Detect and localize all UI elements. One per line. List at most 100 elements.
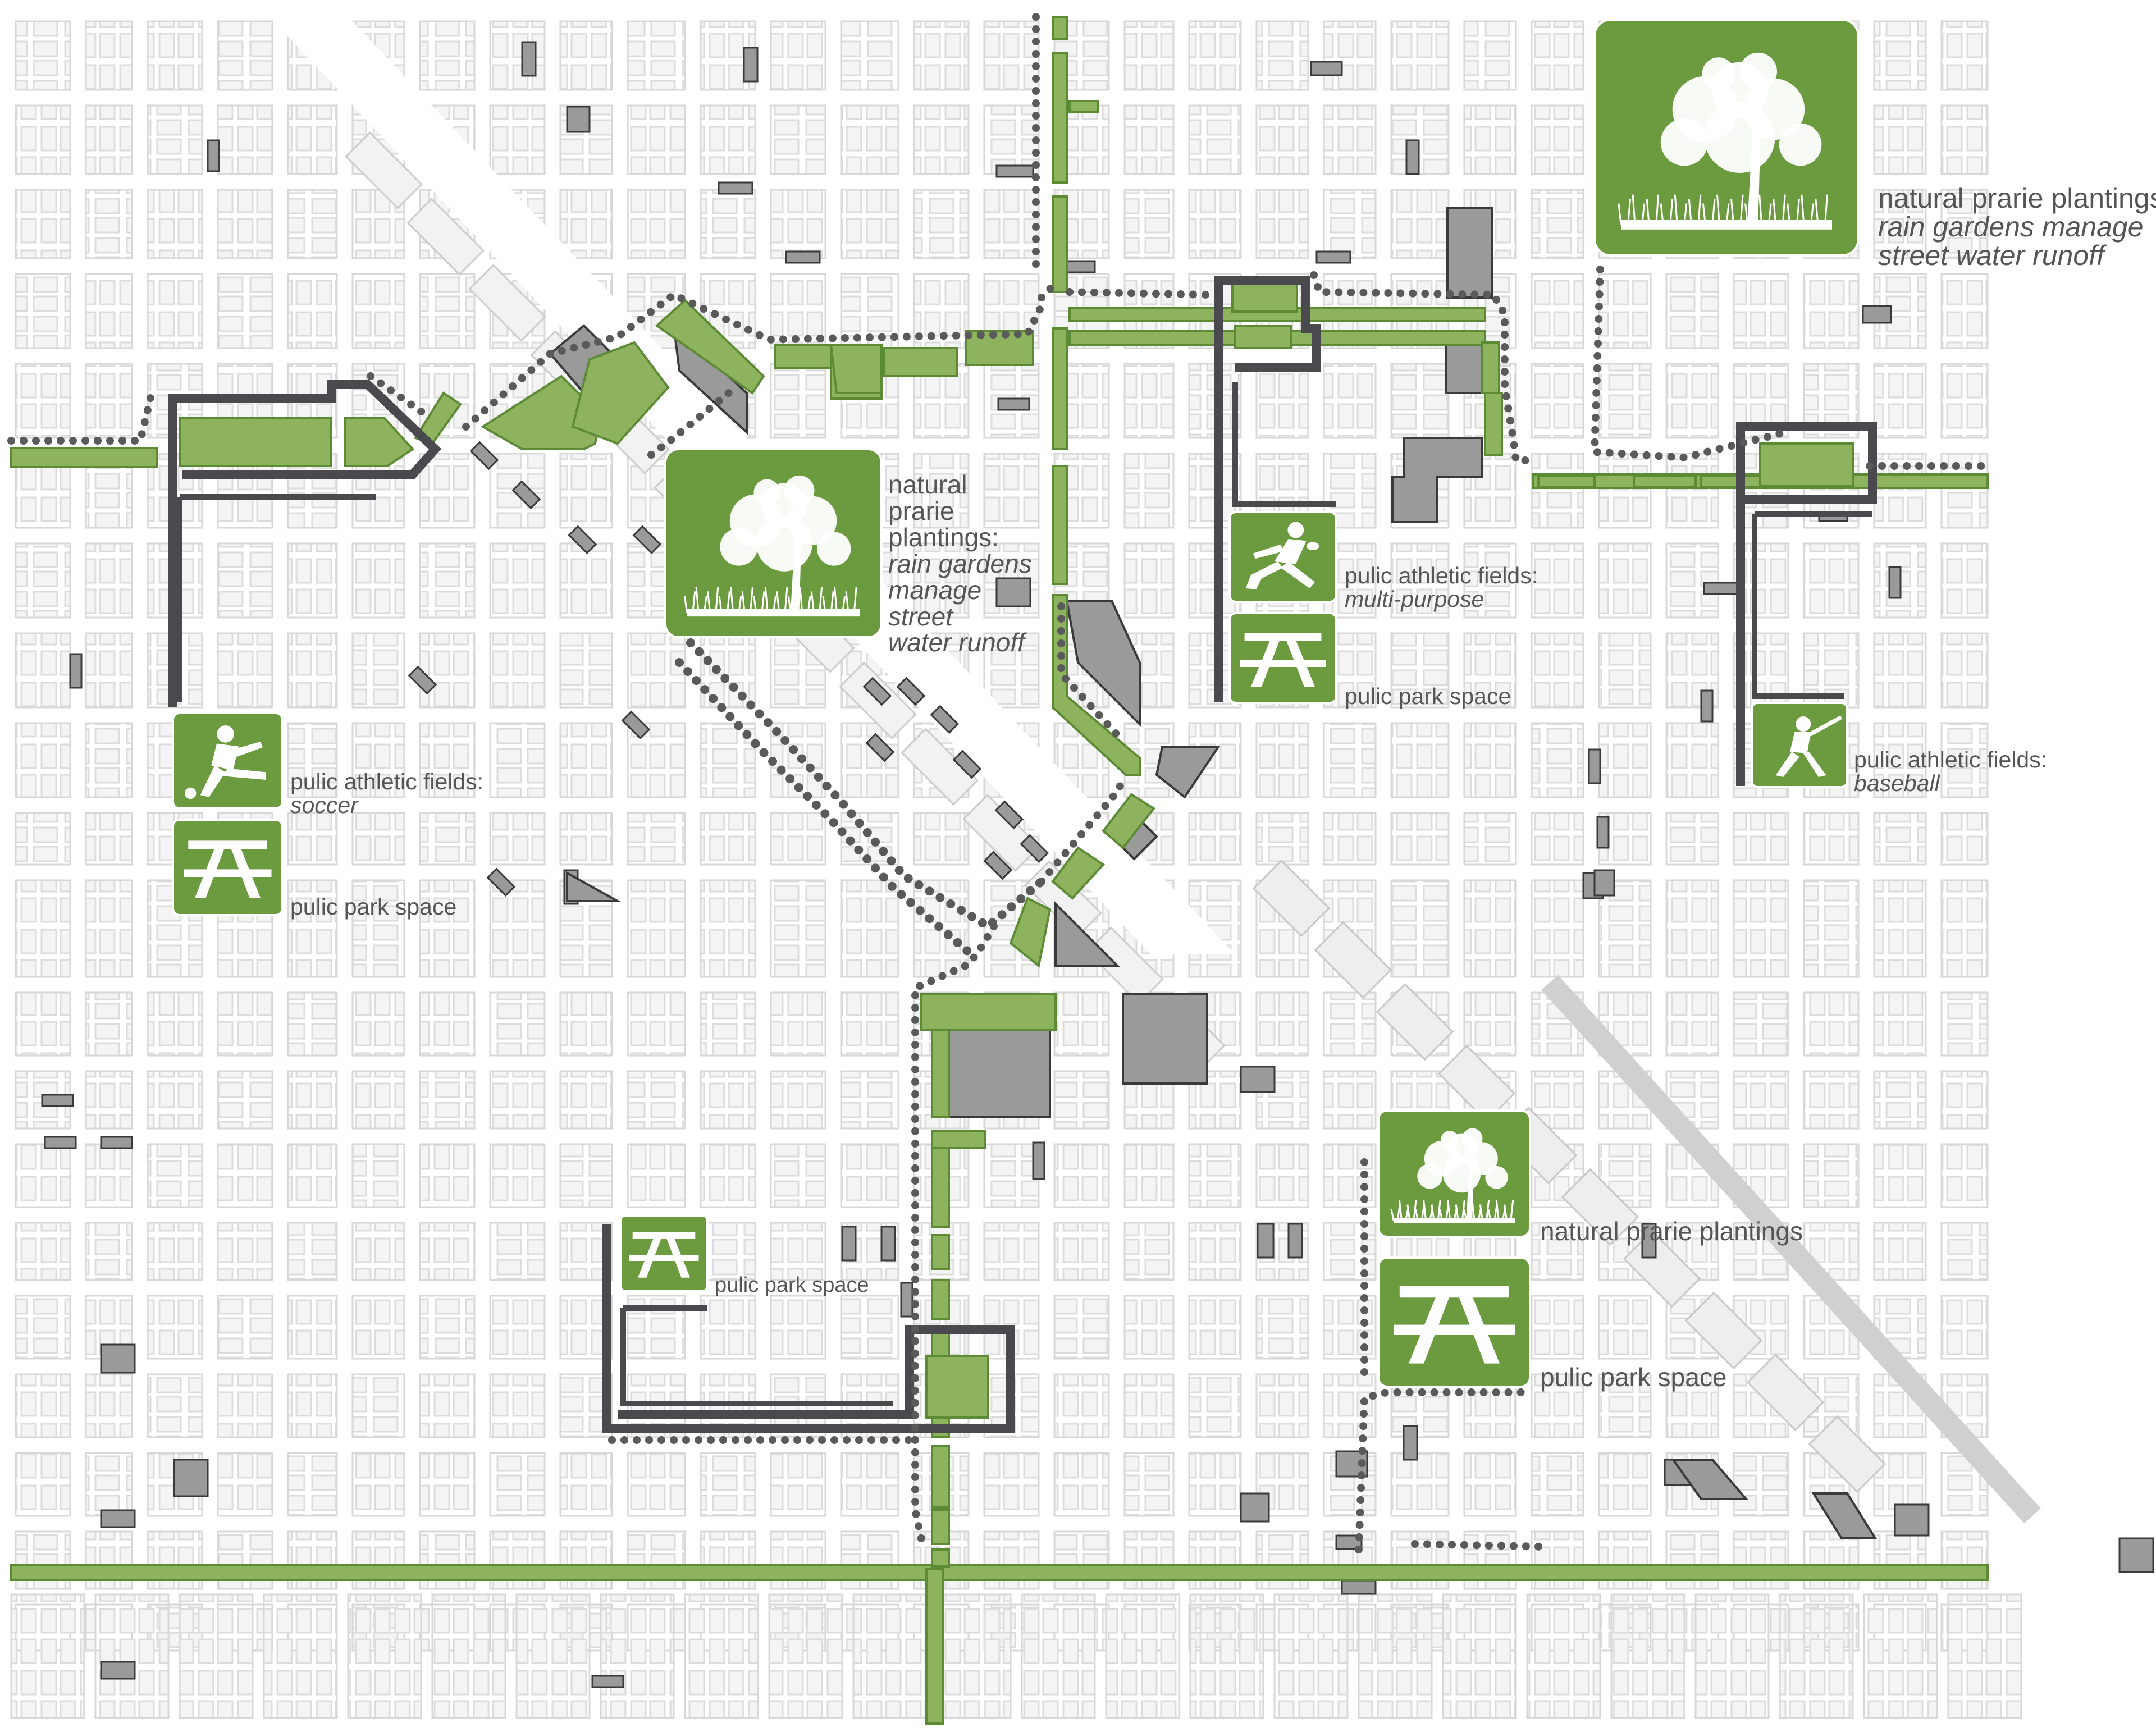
city-block [1531,104,1584,175]
city-block [1189,1593,1264,1719]
dotted-trails-layer [7,13,1991,1553]
dark-path [620,1308,893,1406]
plaza-park-green [925,1355,989,1419]
gray-building [900,1282,913,1318]
gray-building [511,480,541,510]
city-block [351,1295,405,1360]
north-trail [462,282,1057,431]
table-leg [1409,1296,1450,1364]
green-corridor [931,1548,950,1568]
baseball-loop-path [1736,422,1877,786]
gray-building [1315,250,1351,264]
city-block [217,104,273,175]
city-block [85,104,133,175]
dotted-trail [1411,1540,1548,1551]
icon-tiles-layer [172,19,1860,1388]
city-block [1665,453,1719,529]
city-block [287,104,338,175]
city-block [287,273,338,349]
foliage [753,479,780,506]
diagonal-building [1252,859,1331,938]
green-corridor [1052,16,1068,40]
city-block [700,1295,756,1360]
picnic-table-icon [629,1232,699,1278]
city-block [351,542,405,619]
city-block [913,20,970,91]
city-block [1323,991,1377,1057]
bench [629,1255,699,1261]
south-trail [911,922,998,1553]
tree-icon-tile [1593,19,1860,257]
city-block [1123,542,1175,619]
soccer-field-green [179,417,332,467]
city-block [559,453,613,529]
city-block [1803,879,1860,978]
picnic-table-icon-tile [619,1214,709,1292]
city-block [15,1295,71,1360]
table-leg [1251,640,1280,687]
soccer-player-icon [185,725,266,799]
city-block [15,189,71,259]
city-block [1323,812,1377,866]
torso [1274,539,1307,564]
gray-building [1703,582,1739,595]
grass-blade [784,587,788,613]
city-block [15,1452,71,1517]
foliage [1702,57,1735,90]
city-block [15,273,71,349]
city-block [1940,189,1989,259]
green-corridor [1234,325,1292,349]
dotted-trail [647,383,739,459]
city-block [1255,1143,1309,1208]
dotted-trail [1038,776,1127,885]
green-corridor [1700,475,1764,488]
city-block [1733,879,1789,978]
city-block [913,812,970,866]
city-block [1463,1452,1517,1517]
city-block [1665,273,1719,349]
city-block [15,542,71,619]
gray-building [945,1026,1051,1118]
city-block [700,1222,756,1281]
city-block [1873,879,1927,978]
city-block [351,1070,405,1130]
grass-blade [1461,1200,1465,1221]
grass-blade [1655,194,1660,225]
torso [211,743,239,770]
city-block [419,273,476,349]
city-block [1598,1373,1652,1438]
city-block [627,1070,686,1130]
gray-building [621,710,651,740]
grass-blade [1437,1200,1441,1221]
city-block [1940,20,1989,91]
city-block [1803,991,1860,1057]
green-corridor [931,1029,950,1118]
city-block [1255,991,1309,1057]
city-block [1390,1452,1450,1517]
city-block [913,453,970,529]
canopy [1660,52,1822,173]
city-block [840,991,899,1057]
city-block [840,1452,899,1517]
city-block [217,20,273,91]
city-block [1123,20,1175,91]
label-park-left: pulic park space [290,894,457,920]
city-block [983,453,1040,529]
gray-building [743,47,759,83]
label-athletic-multipurpose: pulic athletic fields: multi-purpose [1345,563,1538,612]
city-block [1940,722,1989,798]
city-block [1463,20,1517,91]
city-block [1873,20,1927,91]
city-block [1873,1070,1927,1130]
city-block [85,632,133,709]
city-block [351,722,405,798]
city-block [85,20,133,91]
city-block [287,1373,338,1438]
city-block [1531,1373,1584,1438]
city-block [1123,1452,1175,1517]
grass-blade [853,587,857,613]
label-natural-prarie-center: natural prarie plantings: rain gardens m… [888,470,1032,657]
city-block [217,1143,273,1208]
city-block [419,1452,476,1517]
